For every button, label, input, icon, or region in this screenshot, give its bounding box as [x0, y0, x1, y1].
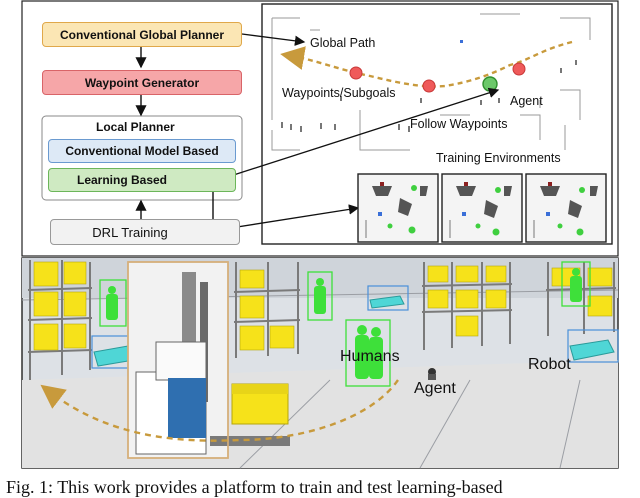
global-path [280, 40, 573, 88]
map-agent-label: Agent [510, 94, 543, 108]
follow-waypoints-label: Follow Waypoints [410, 117, 508, 131]
scene-agent-label: Agent [414, 380, 456, 397]
figure-caption: Fig. 1: This work provides a platform to… [6, 477, 503, 497]
global-path-label: Global Path [310, 36, 376, 50]
training-environments-label: Training Environments [436, 151, 561, 165]
drl-training-label: DRL Training [92, 224, 168, 240]
drl-training-block: DRL Training [50, 219, 240, 245]
top-panel-border [21, 0, 619, 257]
waypoint-generator-label: Waypoint Generator [84, 75, 200, 90]
learning-based-label: Learning Based [76, 173, 168, 187]
floor-plan [271, 13, 591, 151]
waypoint-marker [422, 79, 436, 93]
robot-label: Robot [528, 356, 571, 373]
training-env-thumbnails [357, 173, 607, 243]
arrow-global-to-map [241, 33, 306, 46]
agent-trajectory [40, 379, 399, 442]
waypoints-label: Waypoints/Subgoals [282, 86, 396, 100]
waypoint-marker [512, 62, 526, 76]
local-planner-title: Local Planner [96, 120, 175, 134]
arrow-learning-to-agent [217, 87, 500, 181]
global-planner-label: Conventional Global Planner [59, 27, 225, 42]
model-based-label: Conventional Model Based [65, 144, 219, 158]
arrow-drl-to-envs [217, 204, 360, 231]
humans-label: Humans [340, 348, 400, 365]
global-planner-block: Conventional Global Planner [42, 22, 242, 47]
waypoint-generator-block: Waypoint Generator [42, 70, 242, 95]
warehouse-scene [21, 257, 619, 469]
learning-based-block: Learning Based [48, 168, 236, 192]
waypoint-marker [349, 66, 363, 80]
forklift-agent [135, 272, 290, 455]
model-based-block: Conventional Model Based [48, 139, 236, 163]
agent-marker [482, 76, 498, 92]
